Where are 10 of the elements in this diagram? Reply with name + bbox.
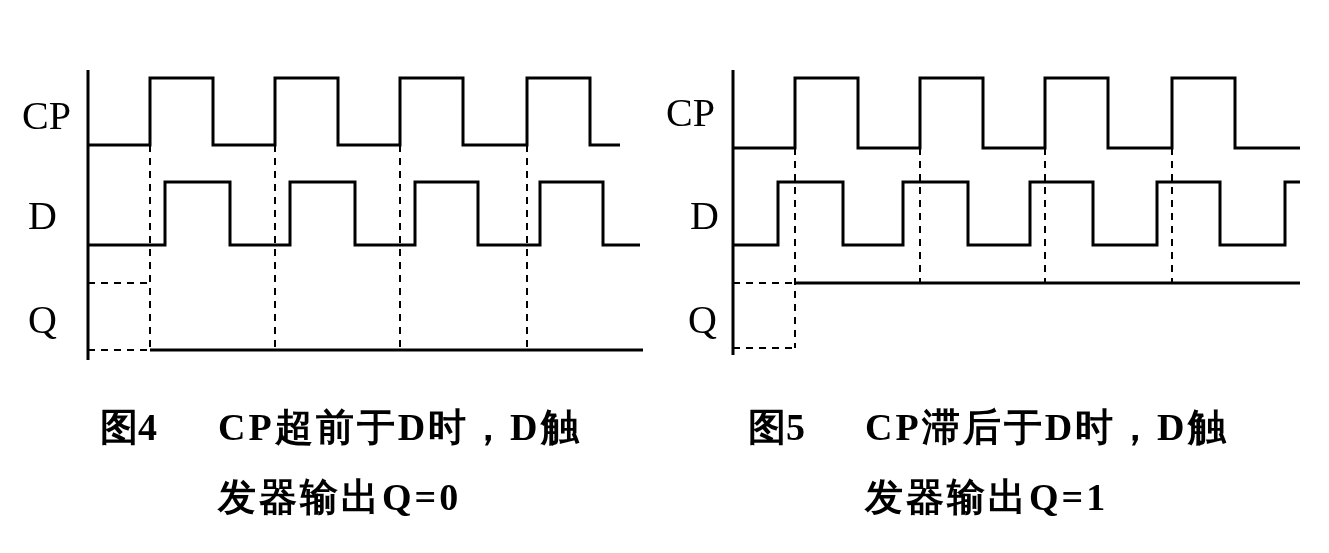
- signal-name: D: [690, 196, 719, 236]
- signal-name: Q: [688, 300, 717, 340]
- figure-caption: CP滞后于D时，D触发器输出Q=1: [865, 405, 1230, 520]
- figure-number: 图4: [100, 408, 157, 446]
- signal-name: Q: [28, 300, 57, 340]
- signal-name: D: [28, 196, 57, 236]
- signal-name: CP: [666, 93, 715, 133]
- figure-number: 图5: [748, 408, 805, 446]
- signal-name: CP: [22, 96, 71, 136]
- figure-caption: CP超前于D时，D触发器输出Q=0: [218, 405, 583, 520]
